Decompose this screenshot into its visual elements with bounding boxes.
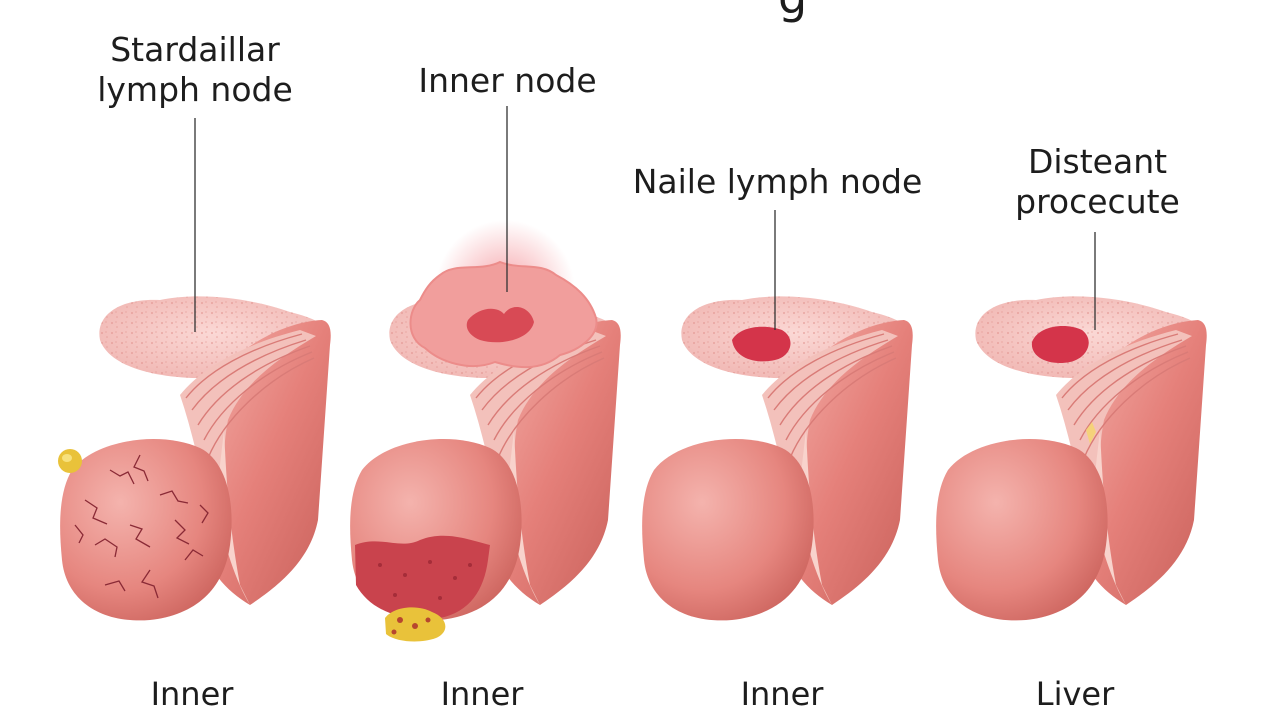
panel-1-label-line-2: lymph node	[97, 70, 293, 109]
panel-1-vessel-network	[74, 454, 209, 599]
panel-2-caption: Inner	[440, 675, 524, 713]
panel-2-filled-region	[355, 535, 490, 619]
panel-1-caption: Inner	[150, 675, 234, 713]
panel-4-caption: Liver	[1035, 675, 1115, 713]
panel-2-label: Inner node	[395, 61, 620, 101]
panel-1-organ	[58, 118, 332, 622]
panel-2-organ	[349, 106, 622, 642]
panel-4-node-lesion	[1031, 326, 1089, 364]
panel-2-deposit	[385, 607, 446, 642]
panel-2-label-line-1: Inner node	[418, 61, 597, 100]
panel-1-label: Stardaillar lymph node	[80, 30, 310, 110]
panel-3-label: Naile lymph node	[615, 162, 940, 202]
title-fragment: g	[778, 0, 807, 20]
panel-4-label-line-1: Disteant	[1027, 142, 1168, 181]
panel-3-node-lesion	[732, 326, 791, 362]
panel-4-label-line-2: procecute	[1015, 182, 1180, 221]
panel-4-label: Disteant procecute	[995, 142, 1200, 222]
panel-1-label-line-1: Stardaillar	[110, 30, 280, 69]
panel-4-organ	[935, 232, 1208, 622]
panel-3-label-line-1: Naile lymph node	[632, 162, 923, 201]
panel-3-caption: Inner	[740, 675, 824, 713]
panel-1-deposit	[58, 449, 82, 473]
panel-3-organ	[641, 210, 914, 622]
panel-4-small-deposit	[1086, 422, 1096, 444]
panel-2-tumor-core	[466, 307, 534, 343]
